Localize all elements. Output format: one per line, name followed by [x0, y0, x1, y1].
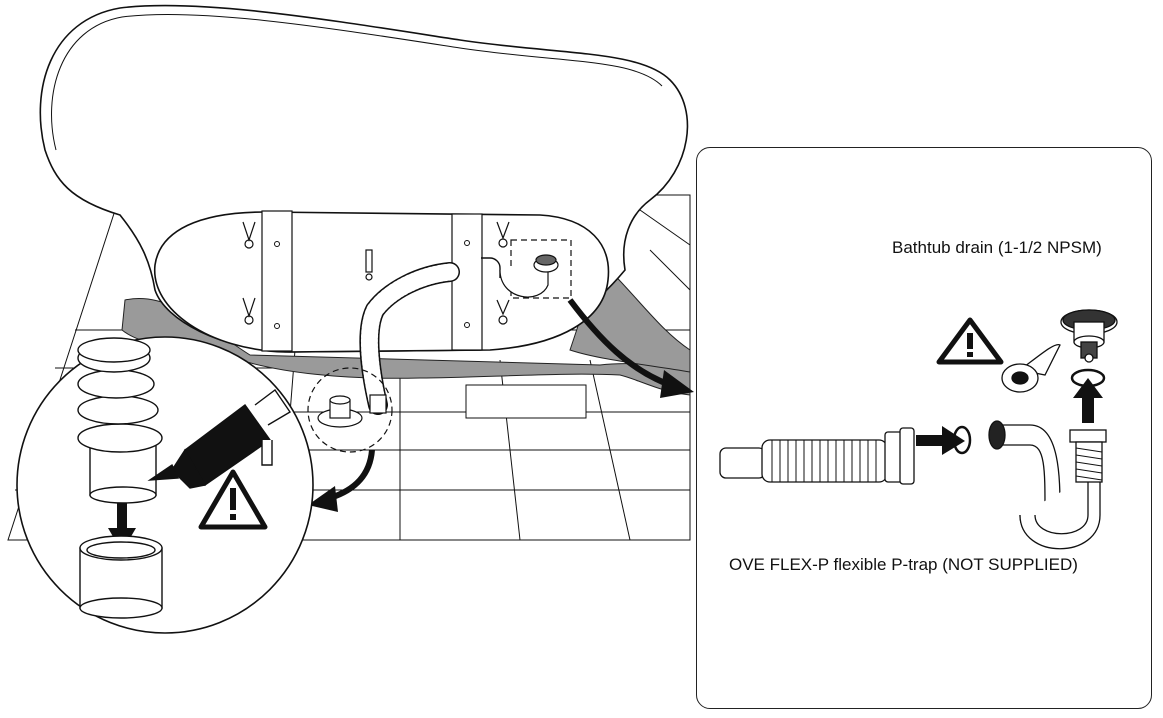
warning-triangle-icon	[936, 317, 1004, 365]
bathtub-drain-label: Bathtub drain (1-1/2 NPSM)	[892, 238, 1102, 257]
warning-triangle-icon	[198, 469, 268, 530]
flex-ptrap-tube	[719, 427, 915, 485]
drain-callout-box	[510, 239, 572, 299]
detail-panel	[696, 147, 1152, 709]
sealant-inset	[16, 336, 314, 634]
leveling-feet	[242, 221, 510, 325]
drain-pipe-stack	[77, 337, 163, 504]
bathtub-drain-part	[1060, 309, 1118, 363]
floor-pipe-cup	[79, 535, 163, 619]
flex-drain-hose	[359, 257, 501, 415]
arrow-to-detail	[567, 298, 694, 398]
ptrap-assembly	[988, 420, 1107, 550]
right-arrow-icon	[916, 426, 965, 455]
floor-drain-inlet	[317, 394, 387, 428]
floor-drain-callout	[307, 367, 393, 453]
ptfe-tape-icon	[1001, 343, 1061, 393]
ptrap-label: OVE FLEX-P flexible P-trap (NOT SUPPLIED…	[729, 555, 1078, 574]
arrow-to-inset	[308, 449, 375, 512]
up-arrow-icon	[1073, 378, 1103, 423]
sealant-tube-icon	[147, 389, 291, 489]
